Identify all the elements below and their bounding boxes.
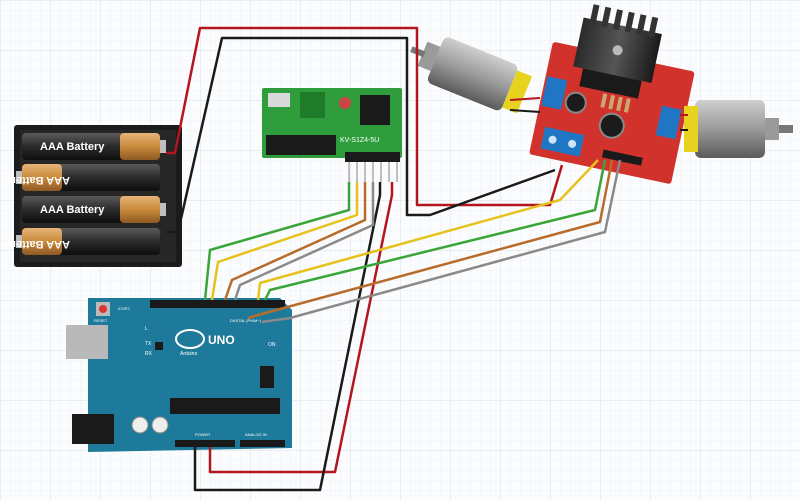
motor-left-leads (509, 97, 541, 101)
battery-4: AAA Battery (5, 228, 160, 255)
tx-label: TX (145, 341, 152, 347)
wire-red-arduino (208, 182, 394, 474)
digital-header (150, 300, 285, 308)
wire-red-battery (166, 26, 564, 207)
motor-a-terminal (541, 76, 568, 110)
digital-label: DIGITAL (PWM~) (230, 318, 262, 323)
dc-jack (72, 414, 114, 444)
capacitor (598, 112, 625, 139)
battery-pack: AAA Battery AAA Battery AAA Battery AAA … (5, 125, 182, 267)
motor-left (410, 37, 533, 114)
analog-label: ANALOG IN (245, 432, 267, 437)
icsp2-label: ICSP2 (118, 306, 130, 311)
model-label: UNO (208, 333, 235, 347)
rx-label: RX (145, 351, 153, 357)
motor-right (684, 100, 793, 158)
heatsink (573, 4, 662, 84)
capacitor (564, 91, 587, 114)
power-header (175, 440, 235, 447)
on-label: ON (268, 342, 276, 348)
l-label: L (145, 326, 148, 332)
battery-3: AAA Battery (22, 196, 166, 223)
usb-port (66, 325, 108, 359)
battery-1: AAA Battery (22, 133, 166, 160)
wire-green-driver (263, 159, 607, 301)
power-terminal (540, 126, 585, 157)
arduino-logo: UNO Arduino (175, 329, 235, 357)
icsp-header (260, 366, 274, 388)
battery-label: AAA Battery (40, 204, 105, 216)
rf-receiver-module: KV-S1Z4-5U (262, 88, 402, 182)
reset-label: RESET (94, 318, 108, 323)
wire-black-arduino (193, 182, 382, 492)
battery-label: AAA Battery (5, 238, 70, 250)
battery-label: AAA Battery (40, 141, 105, 153)
analog-header (240, 440, 285, 447)
battery-label: AAA Battery (5, 174, 70, 186)
battery-2: AAA Battery (5, 164, 160, 191)
wire-yellow-rf (210, 182, 359, 301)
wire-yellow-driver (256, 159, 599, 301)
power-label: POWER (195, 432, 210, 437)
wire-gray-rf (233, 182, 375, 301)
wire-orange-rf (223, 182, 367, 301)
wire-black-battery (166, 36, 556, 234)
wires (166, 26, 688, 492)
brand-label: Arduino (180, 351, 197, 357)
arduino-uno-board: RESET ICSP2 DIGITAL (PWM~) UNO Arduino L… (66, 298, 292, 452)
wire-orange-driver (247, 159, 614, 320)
motor-driver-board (529, 4, 695, 184)
wire-gray-driver (261, 159, 622, 324)
motor-left-leads-2 (509, 109, 541, 113)
atmega-chip (170, 398, 280, 414)
rf-module-label: KV-S1Z4-5U (340, 137, 379, 144)
motor-b-terminal (655, 105, 682, 140)
wire-green-rf (203, 182, 351, 301)
